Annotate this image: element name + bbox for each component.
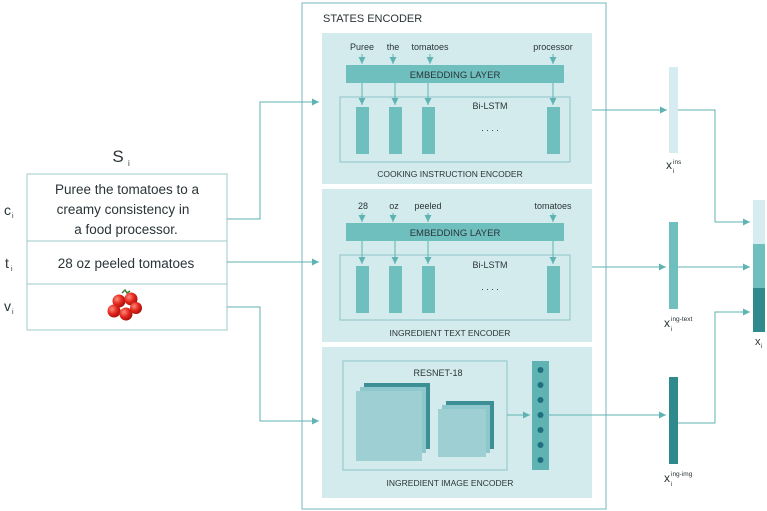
output-vector-ins: x ins i xyxy=(666,67,682,175)
text-token-0: 28 xyxy=(358,201,368,211)
text-token-2: peeled xyxy=(414,201,441,211)
cooking-token-3: processor xyxy=(533,42,573,52)
cooking-embedding-label: EMBEDDING LAYER xyxy=(410,70,501,81)
fc-layer xyxy=(532,361,549,470)
final-vec-base: x xyxy=(755,336,761,348)
text-embedding-label: EMBEDDING LAYER xyxy=(410,228,501,239)
instruction-line-1: Puree the tomatoes to a xyxy=(55,182,200,197)
vec-img-sup: ing-img xyxy=(671,471,693,478)
cooking-lstm-cell xyxy=(356,107,369,154)
output-vector-ing-img: x ing-img i xyxy=(664,377,693,488)
ingredient-image-encoder: RESNET-18 INGREDIENT IMAGE ENCODER xyxy=(322,347,592,498)
vec-img-base: x xyxy=(664,471,670,485)
state-symbol-sub: i xyxy=(128,159,130,168)
text-lstm-dots: . . . . xyxy=(481,282,499,292)
state-symbol: S xyxy=(112,147,123,166)
row-label-v: v xyxy=(4,298,11,314)
row-label-c: c xyxy=(4,202,11,218)
vec-ins-base: x xyxy=(666,158,672,172)
states-encoder-title: STATES ENCODER xyxy=(323,13,422,25)
cooking-lstm-dots: . . . . xyxy=(481,123,499,133)
instruction-line-2: creamy consistency in xyxy=(57,202,190,217)
vec-ins-sub: i xyxy=(673,168,674,175)
row-label-c-sub: i xyxy=(12,213,14,220)
text-lstm-cell xyxy=(356,266,369,313)
vec-ins-sup: ins xyxy=(673,159,682,166)
cooking-token-1: the xyxy=(387,42,400,52)
resnet-label: RESNET-18 xyxy=(413,368,462,378)
cooking-instruction-encoder: Puree the tomatoes processor EMBEDDING L… xyxy=(322,33,592,184)
cooking-lstm-cell xyxy=(547,107,560,154)
vec-img-sub: i xyxy=(671,481,672,488)
text-bilstm-box xyxy=(339,254,571,321)
cooking-encoder-title: COOKING INSTRUCTION ENCODER xyxy=(377,169,522,179)
text-lstm-cell xyxy=(547,266,560,313)
state-table xyxy=(26,173,228,331)
text-bilstm-label: Bi-LSTM xyxy=(472,260,507,270)
cooking-embedding-layer xyxy=(346,65,564,83)
cooking-lstm-cell xyxy=(389,107,402,154)
output-vector-ing-text: x ing-text i xyxy=(664,222,693,333)
vec-text-base: x xyxy=(664,316,670,330)
cooking-token-0: Puree xyxy=(350,42,374,52)
vec-text-sup: ing-text xyxy=(671,316,693,323)
vec-text-sub: i xyxy=(671,326,672,333)
text-token-3: tomatoes xyxy=(534,201,572,211)
input-connectors xyxy=(227,98,319,425)
resnet-feature-stack-small xyxy=(438,401,494,457)
text-lstm-cell xyxy=(389,266,402,313)
text-encoder-title: INGREDIENT TEXT ENCODER xyxy=(390,328,511,338)
text-embedding-layer xyxy=(346,223,564,241)
text-lstm-cell xyxy=(422,266,435,313)
cherry-tomatoes-image xyxy=(107,288,142,321)
row-label-t-sub: i xyxy=(11,266,13,273)
cooking-lstm-cell xyxy=(422,107,435,154)
cooking-token-2: tomatoes xyxy=(411,42,449,52)
image-encoder-title: INGREDIENT IMAGE ENCODER xyxy=(387,478,514,488)
cooking-bilstm-label: Bi-LSTM xyxy=(472,101,507,111)
final-state-vector: x i xyxy=(753,200,765,350)
cooking-bilstm-box xyxy=(339,96,571,163)
ingredient-text: 28 oz peeled tomatoes xyxy=(58,256,195,271)
output-connectors xyxy=(549,106,750,424)
ingredient-text-encoder: 28 oz peeled tomatoes EMBEDDING LAYER Bi… xyxy=(322,189,592,342)
row-label-v-sub: i xyxy=(12,309,14,316)
final-vec-sub: i xyxy=(761,343,762,350)
text-token-1: oz xyxy=(389,201,399,211)
resnet-feature-stack-large xyxy=(356,383,430,461)
instruction-line-3: a food processor. xyxy=(74,222,178,237)
row-label-t: t xyxy=(5,255,9,271)
state-input: S i c i t i v i Puree the tomatoes to a … xyxy=(4,147,228,331)
